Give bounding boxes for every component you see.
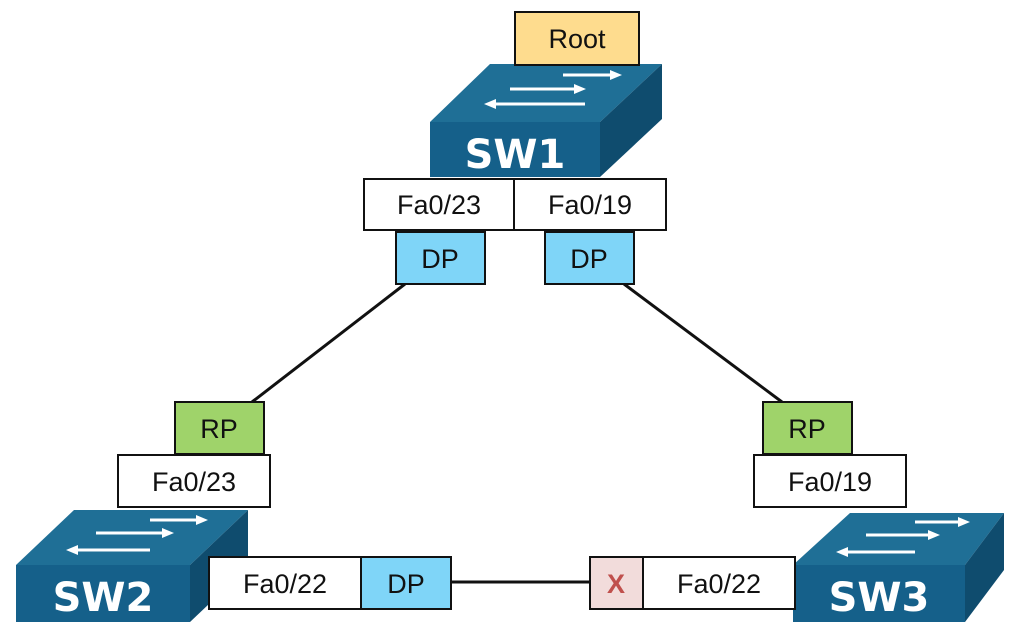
interface-label: Fa0/22 <box>243 569 327 599</box>
links <box>251 282 783 584</box>
sw2-interface-fa0-23: Fa0/23 <box>117 454 271 508</box>
switch-front-face <box>430 122 600 177</box>
sw2-interface-fa0-22: Fa0/22 <box>208 556 362 610</box>
root-label: Root <box>548 24 606 54</box>
port-role-label: DP <box>387 569 425 599</box>
sw1-interface-fa0-23: Fa0/23 <box>363 178 515 231</box>
switch-name: SW3 <box>829 575 930 621</box>
sw3-interface-fa0-22: Fa0/22 <box>642 556 796 610</box>
root-badge: Root <box>514 11 640 66</box>
interface-label: Fa0/19 <box>548 190 632 220</box>
interface-label: Fa0/22 <box>677 569 761 599</box>
sw3-port-role-fa0-19: RP <box>762 401 853 455</box>
switch-name: SW2 <box>53 575 154 621</box>
switch-sw1: SW1 <box>430 64 662 178</box>
link-sw1-sw2 <box>251 282 406 404</box>
switch-top-face <box>430 64 662 122</box>
port-role-label: DP <box>421 244 459 274</box>
port-role-label: RP <box>788 414 826 444</box>
interface-label: Fa0/23 <box>397 190 481 220</box>
switch-front-face <box>16 565 190 622</box>
sw1-port-role-fa0-19: DP <box>544 231 635 285</box>
sw1-interface-fa0-19: Fa0/19 <box>513 178 667 231</box>
switch-arrows-icon <box>484 70 622 109</box>
switch-name: SW1 <box>465 132 566 178</box>
port-role-label: DP <box>570 244 608 274</box>
sw3-port-role-fa0-22: X <box>589 556 644 610</box>
interface-label: Fa0/19 <box>788 467 872 497</box>
port-role-label: RP <box>200 414 238 444</box>
switch-arrows-icon <box>66 515 208 555</box>
sw3-interface-fa0-19: Fa0/19 <box>753 454 907 508</box>
switch-side-face <box>600 64 662 177</box>
sw2-port-role-fa0-23: RP <box>174 401 265 455</box>
sw1-port-role-fa0-23: DP <box>395 231 486 285</box>
switch-arrows-icon <box>836 517 970 557</box>
sw2-port-role-fa0-22: DP <box>360 556 452 610</box>
interface-label: Fa0/23 <box>152 467 236 497</box>
switch-front-face <box>793 565 965 622</box>
switch-sw3: SW3 <box>793 513 1004 622</box>
switch-side-face <box>965 513 1004 622</box>
link-sw1-sw3 <box>623 282 783 404</box>
blocked-x-icon: X <box>607 569 625 599</box>
